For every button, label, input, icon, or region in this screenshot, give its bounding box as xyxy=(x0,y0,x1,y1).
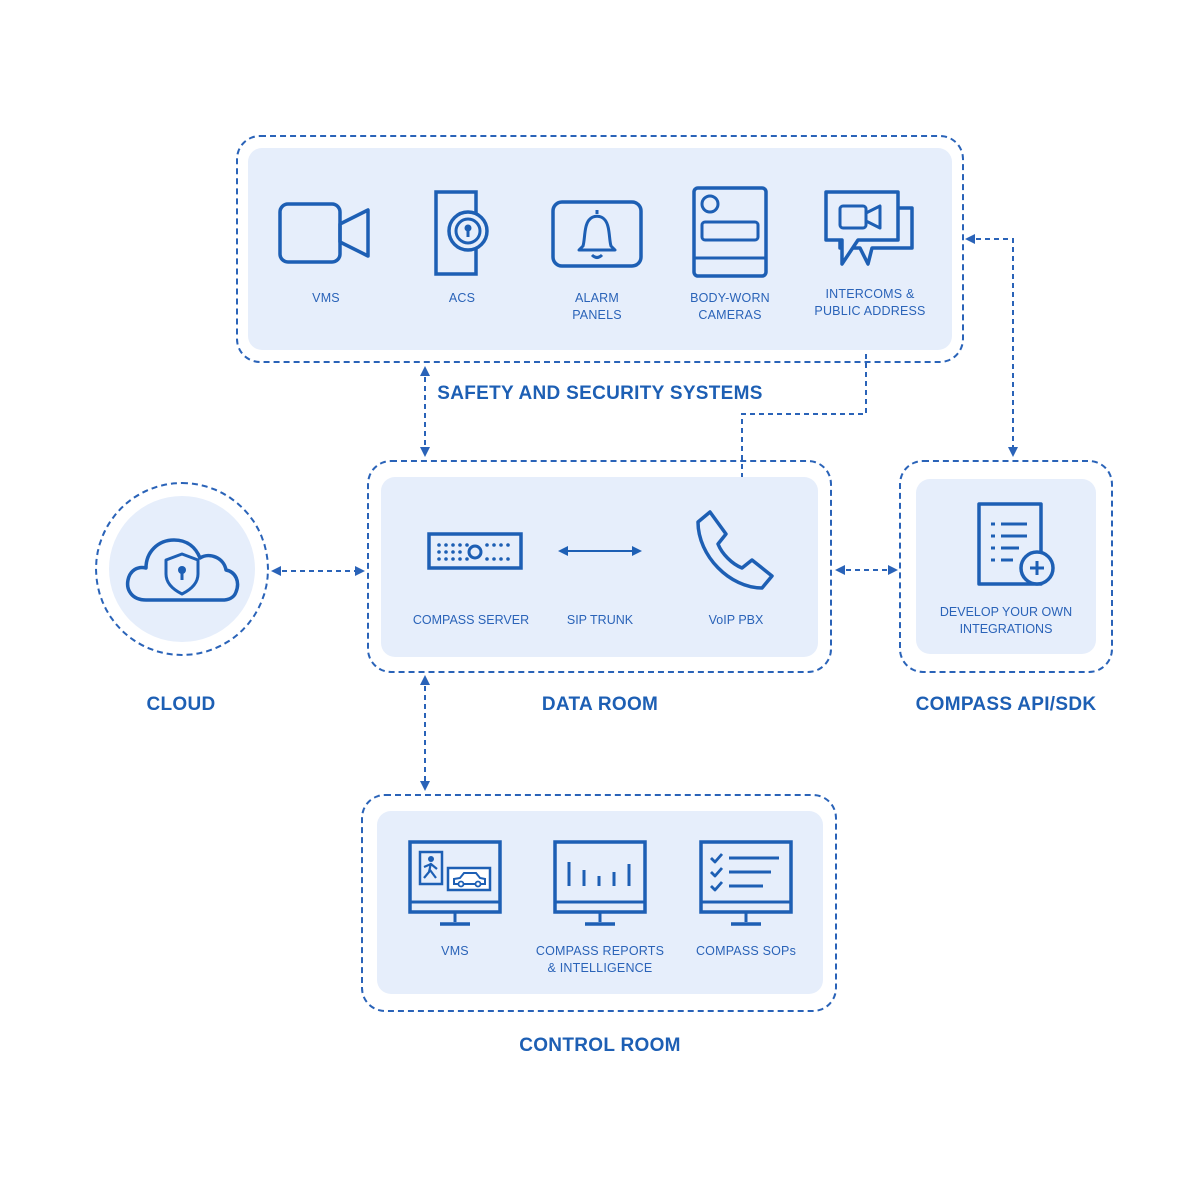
safety-systems-title: SAFETY AND SECURITY SYSTEMS xyxy=(437,383,763,404)
safety-item-label: BODY-WORN xyxy=(690,291,770,305)
safety-item-intercoms: INTERCOMS & PUBLIC ADDRESS xyxy=(790,188,950,320)
safety-item-label-2: PUBLIC ADDRESS xyxy=(814,304,926,318)
bell-icon xyxy=(551,200,643,268)
monitor-checklist-icon xyxy=(699,840,793,926)
safety-item-label: INTERCOMS & xyxy=(825,287,915,301)
safety-item-body-worn-cameras: BODY-WORN CAMERAS xyxy=(650,186,810,324)
server-icon xyxy=(427,532,523,570)
safety-systems-frame xyxy=(236,135,964,363)
connector-safety-api xyxy=(965,234,1018,457)
api-label: DEVELOP YOUR OWN INTEGRATIONS xyxy=(916,604,1096,638)
control-item-reports: COMPASS REPORTS & INTELLIGENCE xyxy=(520,840,680,977)
door-lock-icon xyxy=(434,190,489,276)
safety-item-label: VMS xyxy=(312,291,340,305)
api-panel xyxy=(916,479,1096,654)
api-title: COMPASS API/SDK xyxy=(915,694,1097,715)
monitor-chart-icon xyxy=(553,840,647,926)
monitor-vms-icon xyxy=(408,840,502,926)
cloud-lock-icon xyxy=(125,538,240,602)
cloud-frame xyxy=(95,482,269,656)
safety-item-vms: VMS xyxy=(246,200,406,307)
control-item-label-2: & INTELLIGENCE xyxy=(547,961,653,975)
control-item-label: VMS xyxy=(441,944,469,958)
api-label-line2: INTEGRATIONS xyxy=(959,622,1053,636)
video-camera-icon xyxy=(278,202,370,264)
control-room-frame xyxy=(361,794,837,1012)
data-room-label-voip: VoIP PBX xyxy=(708,613,764,627)
safety-item-alarm-panels: ALARM PANELS xyxy=(517,200,677,324)
double-arrow-icon xyxy=(558,546,642,556)
control-item-label: COMPASS REPORTS xyxy=(535,944,665,958)
body-camera-icon xyxy=(692,186,768,278)
safety-item-label: ALARM xyxy=(574,291,620,305)
document-plus-icon xyxy=(977,502,1055,586)
cloud-title: CLOUD xyxy=(146,694,216,715)
connector-intercom-voip xyxy=(737,334,871,512)
api-label-line1: DEVELOP YOUR OWN xyxy=(939,605,1073,619)
data-room-frame xyxy=(367,460,832,673)
safety-item-label: ACS xyxy=(448,291,476,305)
control-item-label: COMPASS SOPs xyxy=(695,944,797,958)
control-item-sops: COMPASS SOPs xyxy=(666,840,826,960)
data-room-label-server: COMPASS SERVER xyxy=(412,613,530,627)
phone-icon xyxy=(696,510,774,590)
data-room-title: DATA ROOM xyxy=(541,694,659,715)
safety-item-acs: ACS xyxy=(382,190,542,307)
video-chat-icon xyxy=(824,190,914,266)
control-room-title: CONTROL ROOM xyxy=(519,1035,681,1056)
control-item-vms: VMS xyxy=(375,840,535,960)
api-frame xyxy=(899,460,1113,673)
data-room-label-sip: SIP TRUNK xyxy=(566,613,634,627)
safety-item-label-2: PANELS xyxy=(572,308,622,322)
safety-item-label-2: CAMERAS xyxy=(698,308,762,322)
